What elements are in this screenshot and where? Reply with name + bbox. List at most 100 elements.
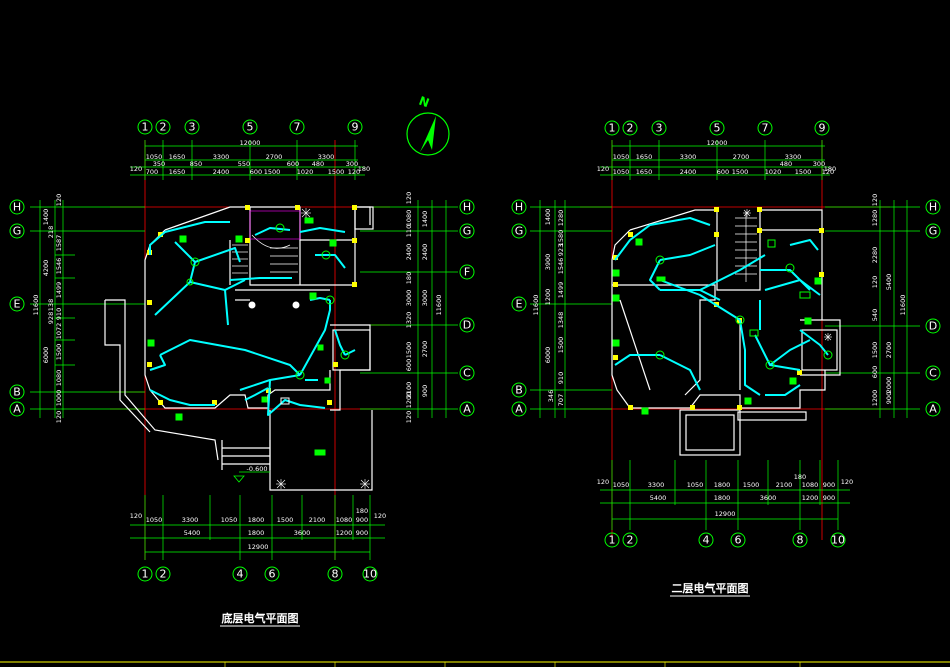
axis-label: 1: [142, 568, 149, 581]
dim-text: 1280: [557, 210, 565, 227]
dim-text: 120: [871, 194, 879, 206]
axis-label: 2: [627, 122, 634, 135]
dim-text: 550: [238, 160, 250, 168]
axis-label: H: [515, 201, 523, 214]
axis-label: 9: [352, 121, 359, 134]
dim-text: 540: [871, 309, 879, 321]
top-axis-labels-right: 1 2 3 5 7 9: [609, 122, 826, 135]
top-axis-markers-right: [604, 120, 830, 136]
dim-text: 300: [813, 160, 825, 168]
dim-text: 1500: [732, 168, 749, 176]
axis-label: 2: [627, 534, 634, 547]
dim-text: 1499: [55, 282, 63, 299]
axis-label: 7: [762, 122, 769, 135]
dim-text: 2400: [213, 168, 230, 176]
north-label: N: [417, 94, 431, 111]
dim-text: 2000: [885, 377, 893, 394]
dim-text: 1200: [802, 494, 819, 502]
dim-text: 180: [356, 507, 368, 515]
electrical-wiring-right: [614, 217, 829, 396]
dim-text: 923: [557, 244, 565, 256]
dim-text: 3900: [544, 254, 552, 271]
dim-text: 1200: [336, 529, 353, 537]
axis-label: 4: [703, 534, 710, 547]
dim-text: 3600: [294, 529, 311, 537]
dim-text: 2280: [871, 247, 879, 264]
dim-text: 600: [250, 168, 262, 176]
dim-text: 900: [885, 392, 893, 404]
axis-label: 2: [160, 121, 167, 134]
axis-label: 3: [189, 121, 196, 134]
axis-label: 8: [797, 534, 804, 547]
dim-text: 5400: [650, 494, 667, 502]
dim-text: 1546: [557, 258, 565, 275]
dim-text: 2400: [421, 244, 429, 261]
dim-text: 1650: [169, 153, 186, 161]
dim-text: 120: [597, 165, 609, 173]
axis-lines-left: [110, 140, 390, 560]
dim-text: 600: [871, 366, 879, 378]
dim-text: 1050: [221, 516, 238, 524]
dim-text: 4200: [42, 260, 50, 277]
top-axis-markers-left: [137, 119, 363, 135]
dim-text: 5400: [184, 529, 201, 537]
dim-text: 1500: [557, 337, 565, 354]
right-dimension-lines-left: [360, 200, 458, 418]
dim-text: 1348: [557, 312, 565, 329]
right-axis-markers-right: [925, 199, 941, 417]
axis-label: H: [929, 201, 937, 214]
dim-text: 120: [871, 276, 879, 288]
left-dimension-lines-right: [530, 200, 612, 418]
dim-text: 900: [823, 481, 835, 489]
axis-label: F: [464, 266, 470, 279]
dim-text: 3300: [213, 153, 230, 161]
dim-text: 2700: [266, 153, 283, 161]
dim-text: 1020: [297, 168, 314, 176]
dim-text: 3300: [680, 153, 697, 161]
axis-label: B: [515, 384, 523, 397]
dim-text: 2700: [733, 153, 750, 161]
dim-text: 1200: [544, 289, 552, 306]
dim-text: 120: [130, 512, 142, 520]
dim-text: 1050: [146, 516, 163, 524]
dim-text: 1500: [328, 168, 345, 176]
dim-text: 3600: [760, 494, 777, 502]
dim-text: 1200: [871, 390, 879, 407]
dim-text: 12000: [707, 139, 728, 147]
dim-text: 180: [824, 165, 836, 173]
plant-symbols-left: [276, 208, 370, 489]
dim-text: 3300: [648, 481, 665, 489]
dim-text: 1650: [636, 153, 653, 161]
axis-label: 9: [819, 122, 826, 135]
left-dimension-lines-left: [30, 200, 145, 418]
dim-text: 5400: [885, 274, 893, 291]
dim-text: 1050: [613, 153, 630, 161]
walls-left: [104, 206, 374, 491]
dim-text: 1080: [405, 210, 413, 227]
dim-text: 1800: [248, 516, 265, 524]
level-mark: -0.600: [247, 465, 268, 473]
title-block-edge: [0, 661, 950, 667]
dim-text: 2100: [405, 382, 413, 399]
axis-label: D: [929, 320, 937, 333]
dim-text: 120: [405, 411, 413, 423]
dim-text: 1800: [248, 529, 265, 537]
dim-text: 3300: [182, 516, 199, 524]
dim-text: 6000: [544, 347, 552, 364]
left-axis-markers-left: [9, 199, 25, 417]
dim-text: 120: [55, 411, 63, 423]
dim-text: 1020: [765, 168, 782, 176]
axis-label: 2: [160, 568, 167, 581]
dim-text: 1800: [714, 481, 731, 489]
dim-text: 1650: [169, 168, 186, 176]
dim-text: 11600: [899, 295, 907, 316]
fixtures-left: [147, 217, 350, 456]
axis-label: C: [929, 367, 937, 380]
second-floor-plan: 12000 1050 1650 3300 2700 3300 120 480 3…: [511, 120, 941, 597]
dim-text: 480: [312, 160, 324, 168]
left-dim-texts-right: 11600 1400 3900 6000 1280 1580 923 1546 …: [532, 209, 565, 406]
dim-text: 707: [557, 394, 565, 406]
bottom-axis-markers-right: [604, 532, 846, 548]
dim-text: 900: [356, 516, 368, 524]
dim-text: 1280: [871, 210, 879, 227]
